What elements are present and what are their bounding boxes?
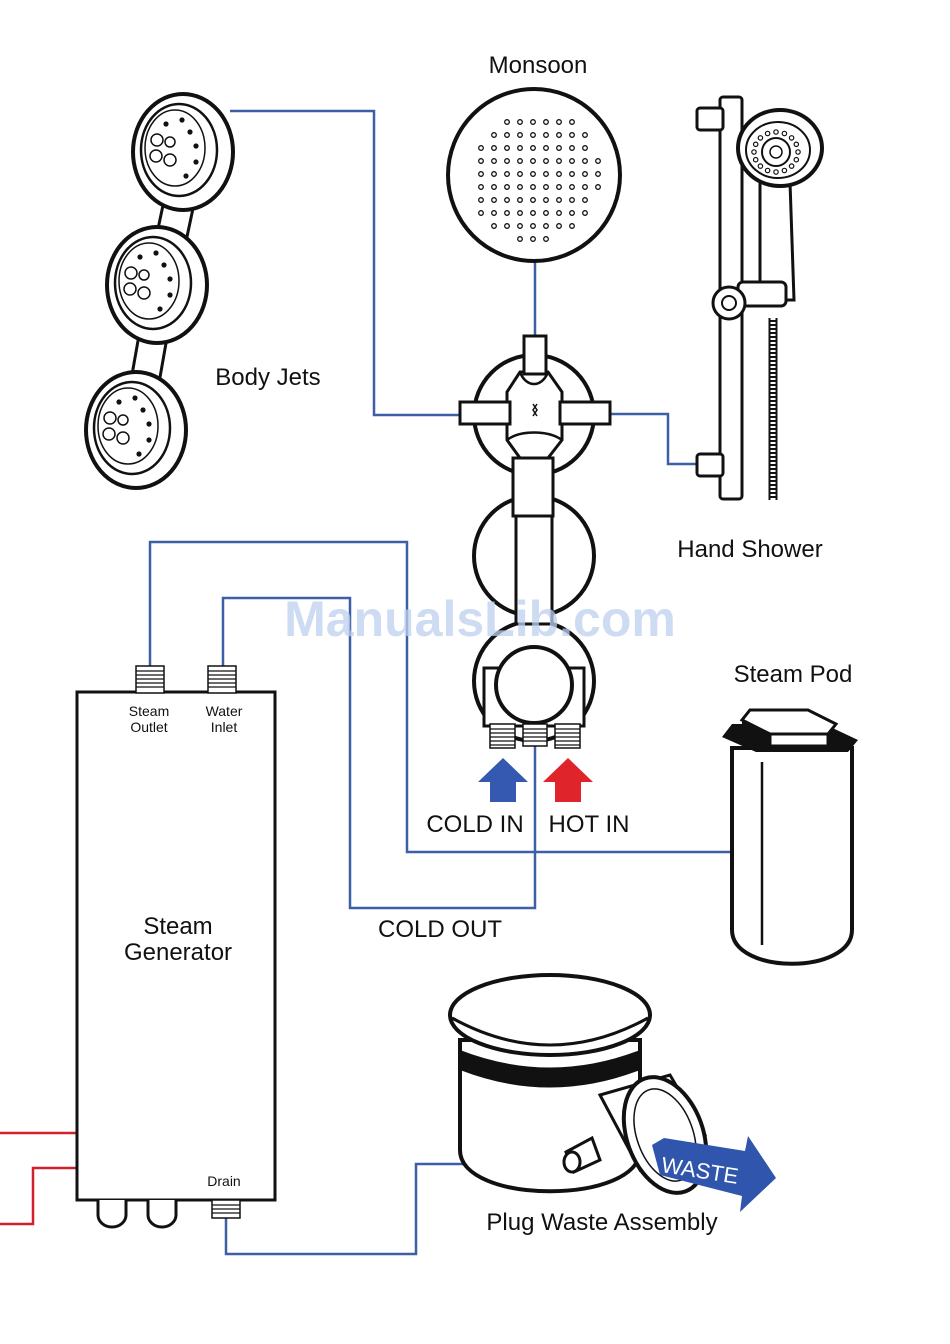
label-hot-in: HOT IN [549,811,630,838]
label-steam-pod: Steam Pod [734,661,853,688]
label-steam-outlet-line1: Steam [129,703,169,719]
cable-gland-2 [148,1200,176,1227]
pipe-hand-shower [608,414,700,464]
valve-tube-upper [513,458,553,516]
body-jet-3 [86,372,186,488]
monsoon-head [448,89,620,261]
rail-bracket-bottom [697,454,723,476]
hand-shower-outlet [560,402,610,424]
label-body-jets: Body Jets [215,364,320,391]
cable-gland-1 [98,1200,126,1227]
watermark: ManualsLib.com [284,591,676,647]
drain-fitting [212,1200,240,1218]
cold-in-thread [490,724,515,748]
label-hand-shower: Hand Shower [677,536,822,563]
power-wire-lower [0,1168,77,1224]
cold-in-arrow-icon [478,758,528,802]
hot-in-thread [555,724,580,748]
steam-outlet-fitting [136,666,164,693]
electric-wires [0,1133,77,1224]
label-cold-out: COLD OUT [378,916,502,943]
valve-knob [496,647,572,723]
hand-shower-illustration [697,97,822,500]
label-steam-generator-line2: Generator [124,939,232,966]
label-water-inlet-line2: Inlet [211,719,238,735]
label-plug-waste-assembly: Plug Waste Assembly [486,1209,717,1236]
rail-bracket-top [697,108,723,130]
steam-pod-illustration [722,710,858,964]
label-steam-generator-line1: Steam [143,913,212,940]
label-monsoon: Monsoon [489,52,588,79]
label-cold-in: COLD IN [426,811,523,838]
label-drain: Drain [207,1173,240,1189]
waste-plug-cap [450,975,650,1055]
label-steam-outlet-line2: Outlet [130,719,167,735]
monsoon-outlet [524,336,546,374]
body-jet-1 [133,94,233,210]
label-water-inlet-line1: Water [206,703,243,719]
body-jets-illustration [86,94,233,488]
cold-out-thread [523,724,547,746]
diverter-valve-assembly [460,336,610,748]
body-jets-outlet [460,402,510,424]
steam-pod-body [732,748,852,964]
body-jet-2 [107,227,207,343]
water-inlet-fitting [208,666,236,693]
hot-in-arrow-icon [543,758,593,802]
